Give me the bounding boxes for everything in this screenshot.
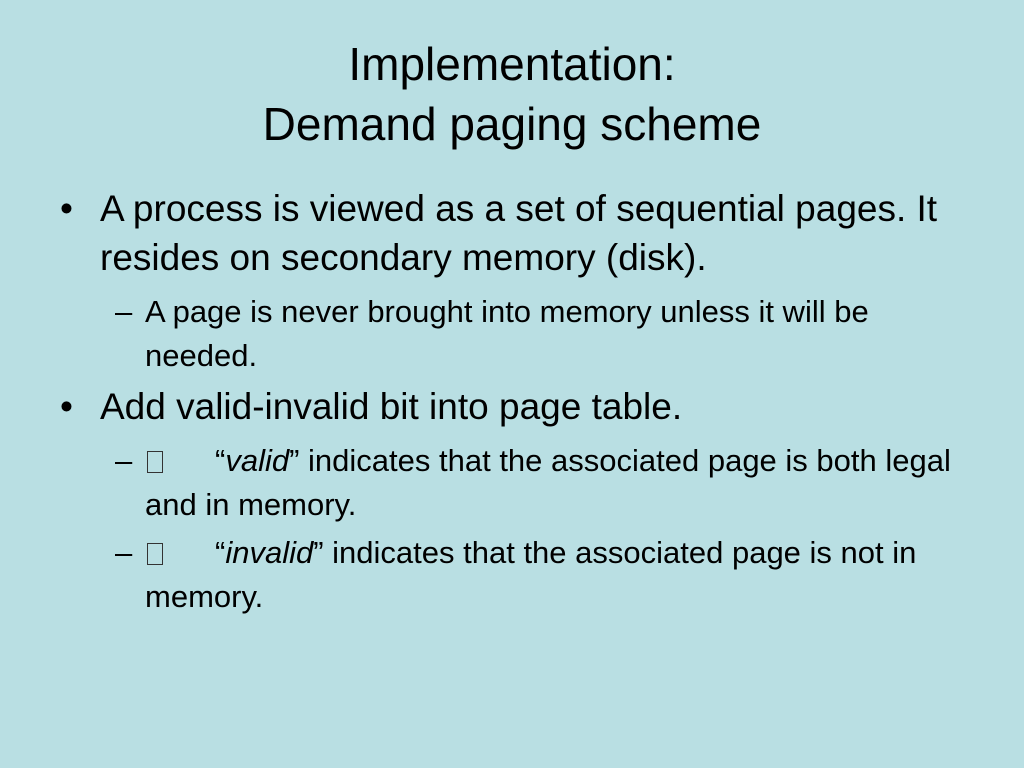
sub-bullet-never-brought: –A page is never brought into memory unl… [115,290,970,378]
sub-bullet-valid: – “valid” indicates that the associated p… [115,439,970,527]
bullet-text: Add valid-invalid bit into page table. [100,386,683,427]
bullet-process-pages: • A process is viewed as a set of sequen… [60,184,970,282]
sub-bullet-text: ” indicates that the associated page is … [145,535,917,614]
missing-glyph-box-icon [147,451,163,473]
missing-glyph-box-icon [147,543,163,565]
dash-marker: – [115,294,133,329]
sub-bullet-text: ” indicates that the associated page is … [145,443,951,522]
bullet-list: • A process is viewed as a set of sequen… [60,184,970,623]
open-quote: “ [215,535,226,570]
open-quote: “ [215,443,226,478]
term-valid: valid [225,443,290,478]
bullet-marker: • [60,386,73,427]
term-invalid: invalid [225,535,314,570]
sub-bullet-invalid: – “invalid” indicates that the associated… [115,531,970,619]
slide-title: Implementation: Demand paging scheme [0,34,1024,154]
dash-marker: – [115,535,133,570]
title-line-2: Demand paging scheme [262,98,762,150]
dash-marker: – [115,443,133,478]
bullet-valid-invalid-bit: • Add valid-invalid bit into page table. [60,382,970,431]
bullet-text: A process is viewed as a set of sequenti… [100,188,938,278]
bullet-marker: • [60,188,73,229]
title-line-1: Implementation: [348,38,676,90]
sub-bullet-text: A page is never brought into memory unle… [145,294,869,373]
